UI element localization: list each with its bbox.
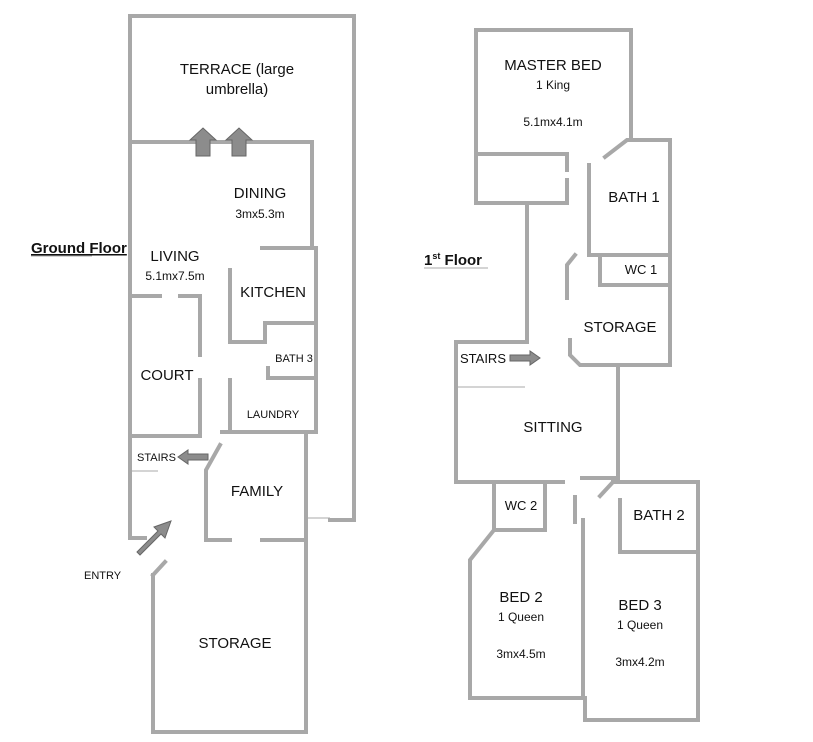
bed3-label: BED 3 [618,597,661,614]
master-bed-size: 5.1mx4.1m [523,115,582,129]
stairs-arrow-right-icon [509,350,541,366]
bath2-label: BATH 2 [633,507,684,524]
entry-label: ENTRY [84,570,122,582]
stairs-arrow-left-icon [177,449,209,465]
master-bed-label: MASTER BED [504,57,602,74]
bed3-size: 3mx4.2m [615,655,664,669]
terrace-label: TERRACE (large [180,61,294,78]
arrow-up-icon [188,127,218,157]
arrow-up-icon [224,127,254,157]
court-label: COURT [140,367,193,384]
first-stairs-label: STAIRS [460,351,506,366]
wc2-label: WC 2 [505,498,538,513]
terrace-arrows [188,127,254,157]
first-floor-title: 1st Floor [424,251,482,269]
master-bed-beds: 1 King [536,78,570,92]
dining-size: 3mx5.3m [235,207,284,221]
bath3-label: BATH 3 [275,353,313,365]
dining-label: DINING [234,185,287,202]
bed3-beds: 1 Queen [617,618,663,632]
bed2-size: 3mx4.5m [496,647,545,661]
first-storage-label: STORAGE [583,319,656,336]
terrace-label-line2: umbrella) [206,81,269,98]
bath1-label: BATH 1 [608,189,659,206]
living-label: LIVING [150,248,199,265]
first-floor-labels: 1st Floor MASTER BED 1 King 5.1mx4.1m BA… [424,57,685,669]
wc1-label: WC 1 [625,262,658,277]
sitting-label: SITTING [523,419,582,436]
first-floor-walls [454,28,700,722]
kitchen-label: KITCHEN [240,284,306,301]
ground-stairs-label: STAIRS [137,452,176,464]
entry-arrow-icon [136,520,172,556]
ground-floor-labels: Ground Floor TERRACE (large umbrella) DI… [31,61,313,652]
bed2-beds: 1 Queen [498,610,544,624]
living-size: 5.1mx7.5m [145,269,204,283]
ground-floor-walls [128,14,356,734]
laundry-label: LAUNDRY [247,409,300,421]
ground-storage-label: STORAGE [198,635,271,652]
ground-floor-title: Ground Floor [31,240,127,257]
family-label: FAMILY [231,483,283,500]
bed2-label: BED 2 [499,589,542,606]
